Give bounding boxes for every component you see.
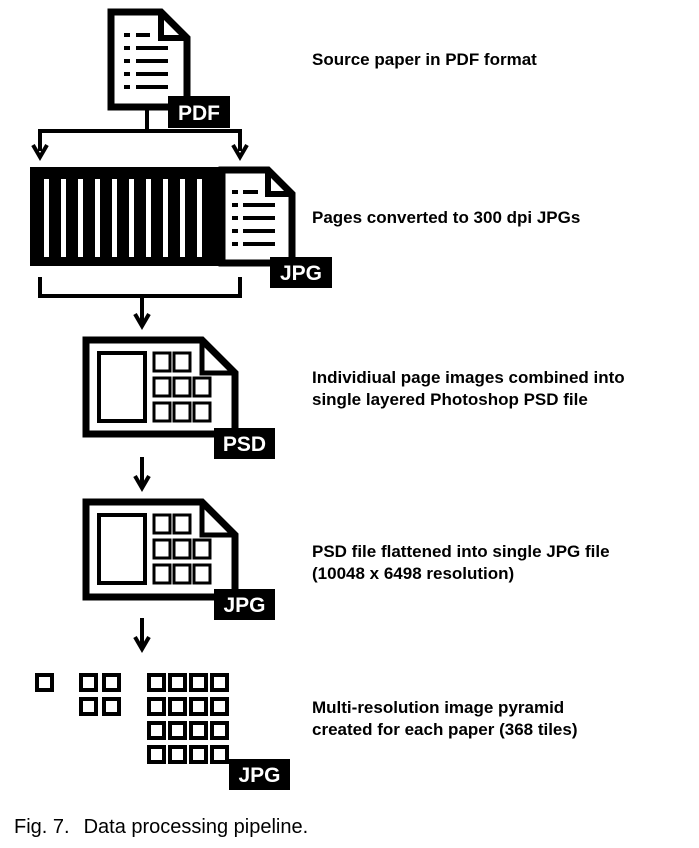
jpg-badge-pyramid-label: JPG <box>238 764 280 787</box>
step-label-combine: Individiual page images combined into si… <box>312 368 625 409</box>
psd-badge: PSD <box>214 428 275 459</box>
step-label-pyramid: Multi-resolution image pyramid created f… <box>312 698 578 739</box>
jpg-badge-flattened-label: JPG <box>223 594 265 617</box>
figure-caption: Fig. 7. Data processing pipeline. <box>14 816 308 839</box>
split-connector <box>31 107 249 161</box>
figure-number: Fig. 7. <box>14 816 70 838</box>
page-stack-icon <box>30 166 296 267</box>
flattened-layout-icon <box>82 498 239 601</box>
pdf-badge: PDF <box>168 96 230 128</box>
down-arrow <box>133 457 151 492</box>
jpg-badge-flattened: JPG <box>214 589 275 620</box>
layered-layout-icon <box>82 336 239 438</box>
merge-connector <box>38 277 242 330</box>
jpg-badge-pages: JPG <box>270 257 332 288</box>
down-arrow <box>133 618 151 653</box>
step-label-flatten: PSD file flattened into single JPG file … <box>312 542 610 583</box>
document-icon <box>107 8 191 111</box>
jpg-badge-pages-label: JPG <box>280 262 322 285</box>
step-label-source: Source paper in PDF format <box>312 50 537 69</box>
pdf-badge-label: PDF <box>178 102 220 125</box>
step-label-convert: Pages converted to 300 dpi JPGs <box>312 208 581 227</box>
psd-badge-label: PSD <box>223 433 266 456</box>
tile-pyramid-icon <box>35 673 229 764</box>
pipeline-diagram: PDF J <box>30 8 332 790</box>
jpg-badge-pyramid: JPG <box>229 759 290 790</box>
figure-caption-text: Data processing pipeline. <box>83 816 309 838</box>
